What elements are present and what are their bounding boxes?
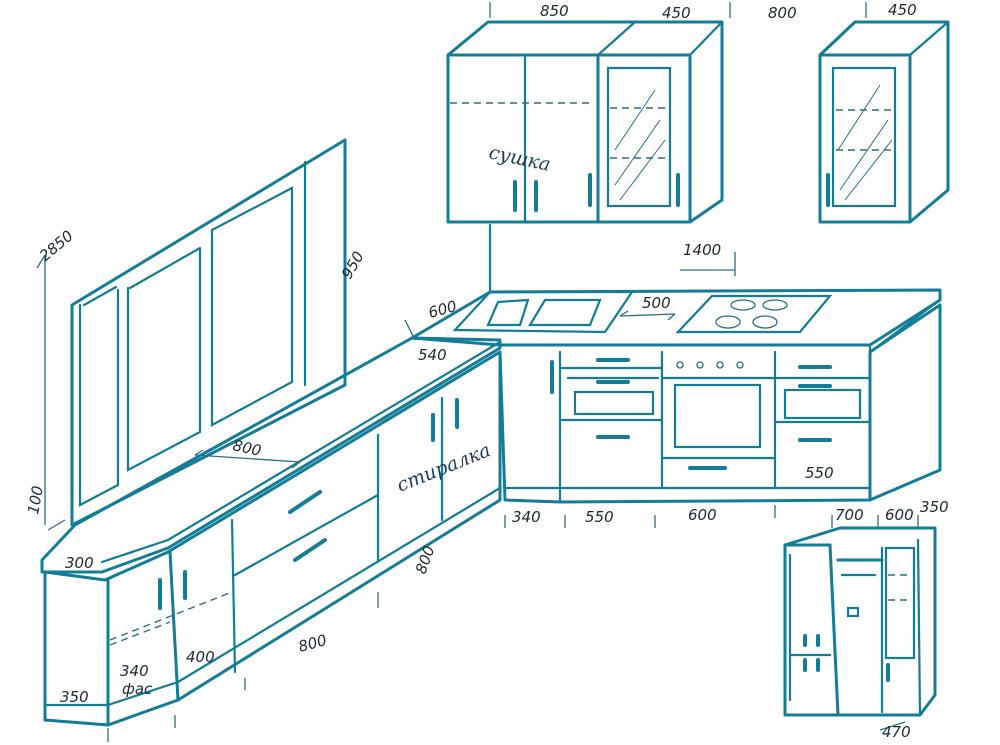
dim-550: 550: [585, 508, 614, 526]
dim-fas: фас: [122, 680, 153, 698]
tall-panel: [70, 138, 347, 527]
dim-340: 340: [120, 662, 149, 680]
dim-800-right: 800: [412, 543, 439, 576]
dimension-marks: [36, 2, 919, 742]
dim-340-bottom: 340: [512, 508, 541, 526]
right-base-cabinets: [410, 223, 942, 504]
dim-2850: 2850: [36, 227, 77, 265]
dim-400: 400: [186, 648, 215, 666]
dim-600-bottom: 600: [688, 506, 717, 524]
dim-tall-700: 700: [835, 506, 864, 524]
dim-450-upper: 450: [662, 4, 691, 22]
dim-350: 350: [60, 688, 89, 706]
dim-800-bottom: 800: [296, 631, 328, 656]
dim-1400: 1400: [683, 241, 721, 259]
upper-cabinets: [446, 20, 724, 224]
upper-cabinet-right: [818, 20, 950, 224]
dim-450-right: 450: [888, 1, 917, 19]
label-washer: стиралка: [394, 439, 494, 497]
dim-800-upper: 800: [768, 4, 797, 22]
dim-tall-350: 350: [920, 498, 949, 516]
dim-600: 600: [426, 297, 458, 322]
dim-100: 100: [24, 484, 47, 515]
dim-300: 300: [65, 554, 94, 572]
dim-950: 950: [338, 248, 368, 282]
dim-500: 500: [642, 294, 671, 312]
dim-550-right: 550: [805, 464, 834, 482]
tall-cabinet: [783, 526, 937, 717]
dim-800-counter: 800: [231, 436, 263, 460]
dim-tall-470: 470: [882, 723, 911, 741]
label-dryer: сушка: [487, 141, 553, 175]
dim-850: 850: [540, 2, 569, 20]
left-base-cabinets: [40, 336, 502, 727]
dim-540: 540: [418, 346, 447, 364]
dim-tall-600: 600: [885, 506, 914, 524]
